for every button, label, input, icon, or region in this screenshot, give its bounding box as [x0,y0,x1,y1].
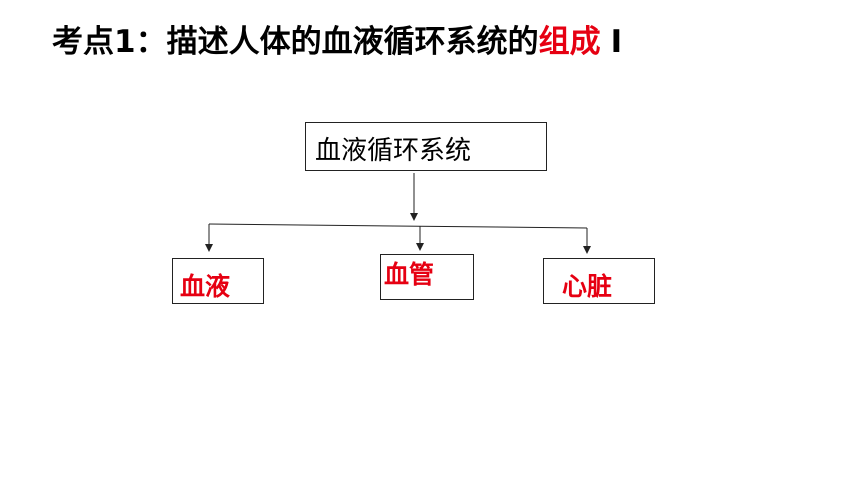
node-heart-label: 心脏 [562,272,613,301]
root-node-label: 血液循环系统 [315,136,472,166]
root-node: 血液循环系统 [305,122,547,171]
node-blood-label: 血液 [180,272,231,301]
title-prefix: 考点1：描述人体的血液循环系统的 [52,24,539,60]
node-blood-vessel-label: 血管 [384,260,435,289]
node-heart: 心脏 [543,258,655,304]
title-highlight: 组成 [538,24,601,60]
node-blood: 血液 [172,258,264,304]
node-blood-vessel: 血管 [380,254,474,300]
branch-line [208,223,588,229]
title-suffix: Ⅰ [610,24,623,60]
